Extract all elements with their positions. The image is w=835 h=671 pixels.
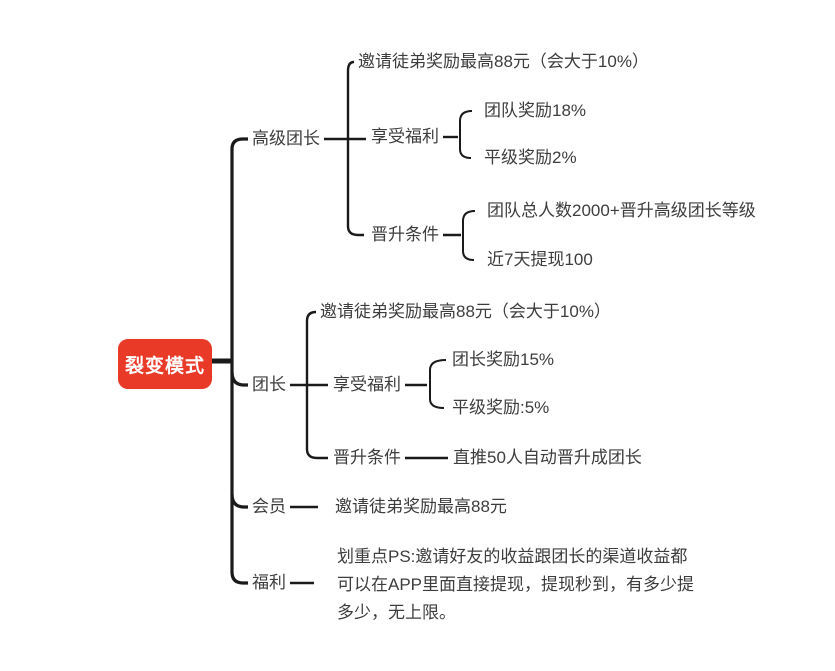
topic-peer-reward-5[interactable]: 平级奖励:5% bbox=[452, 398, 550, 417]
connector-leader-welfare-bracket bbox=[429, 359, 447, 409]
welfare-note-line-2: 可以在APP里面直接提现，提现秒到，有多少提 bbox=[337, 575, 695, 594]
topic-leader[interactable]: 团长 bbox=[252, 375, 286, 394]
topic-leader-promotion[interactable]: 晋升条件 bbox=[333, 448, 401, 467]
topic-senior-benefits[interactable]: 享受福利 bbox=[371, 127, 439, 146]
topic-team-reward-18[interactable]: 团队奖励18% bbox=[484, 101, 587, 120]
topic-promotion-direct-50[interactable]: 直推50人自动晋升成团长 bbox=[453, 448, 642, 467]
topic-peer-reward-2[interactable]: 平级奖励2% bbox=[484, 148, 577, 167]
topic-senior-leader[interactable]: 高级团长 bbox=[252, 129, 320, 148]
topic-senior-promotion[interactable]: 晋升条件 bbox=[371, 225, 439, 244]
topic-leader-benefits[interactable]: 享受福利 bbox=[333, 375, 401, 394]
topic-leader-invite-reward[interactable]: 邀请徒弟奖励最高88元（会大于10%） bbox=[320, 302, 611, 321]
connector-senior-welfare-bracket bbox=[459, 110, 473, 159]
connector-main-spine bbox=[230, 137, 248, 585]
welfare-note-line-3: 多少，无上限。 bbox=[337, 603, 456, 622]
welfare-note-line-1: 划重点PS:邀请好友的收益跟团长的渠道收益都 bbox=[337, 547, 688, 566]
topic-welfare[interactable]: 福利 bbox=[252, 573, 286, 592]
connector-elbow-leader bbox=[230, 371, 248, 387]
root-topic[interactable]: 裂变模式 bbox=[118, 339, 212, 389]
topic-promotion-withdraw-100[interactable]: 近7天提现100 bbox=[487, 250, 593, 269]
topic-senior-invite-reward[interactable]: 邀请徒弟奖励最高88元（会大于10%） bbox=[358, 52, 649, 71]
topic-member-invite-reward[interactable]: 邀请徒弟奖励最高88元 bbox=[335, 497, 507, 516]
connector-senior-promo-bracket bbox=[462, 210, 476, 261]
connector-leader-childspine bbox=[305, 310, 328, 460]
topic-promotion-members-2000[interactable]: 团队总人数2000+晋升高级团长等级 bbox=[487, 201, 756, 220]
topic-leader-reward-15[interactable]: 团长奖励15% bbox=[452, 350, 555, 369]
topic-welfare-note[interactable]: 划重点PS:邀请好友的收益跟团长的渠道收益都 可以在APP里面直接提现，提现秒到… bbox=[337, 543, 694, 627]
connector-senior-childspine bbox=[346, 60, 364, 237]
topic-member[interactable]: 会员 bbox=[252, 497, 286, 516]
connector-elbow-member bbox=[230, 493, 248, 509]
